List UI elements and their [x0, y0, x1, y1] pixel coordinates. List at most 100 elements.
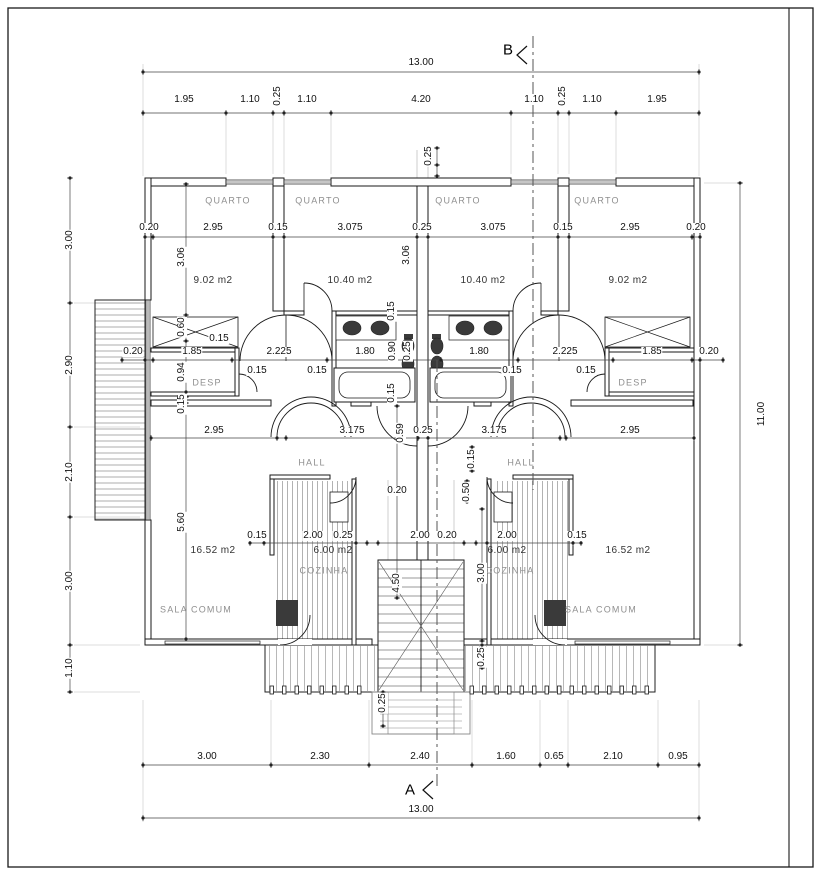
dim-label: 0.25	[476, 646, 487, 668]
dim-label: 0.90	[387, 340, 398, 362]
dim-label: 2.95	[203, 425, 225, 436]
dim-label: 0.15	[306, 365, 328, 376]
dim-label: 1.80	[468, 346, 490, 357]
area-label: 16.52 m2	[190, 545, 236, 556]
dim-label: 1.80	[354, 346, 376, 357]
dim-label: 1.10	[64, 657, 75, 679]
dim-label: 1.95	[646, 94, 668, 105]
dim-label: 3.075	[479, 222, 507, 233]
room-label: COZINHA	[299, 565, 349, 576]
dim-label: 0.15	[566, 530, 588, 541]
dim-label: 0.20	[138, 222, 160, 233]
room-label: QUARTO	[205, 195, 251, 206]
dim-label: 1.95	[173, 94, 195, 105]
dim-label: 1.10	[296, 94, 318, 105]
room-label: SALA COMUM	[564, 604, 638, 615]
dim-label: 0.15	[176, 393, 187, 415]
dim-label: 13.00	[407, 804, 435, 815]
dim-label: 2.225	[551, 346, 579, 357]
dim-label: 1.10	[239, 94, 261, 105]
dim-label: 2.90	[64, 354, 75, 376]
dim-label: 2.10	[64, 461, 75, 483]
area-label: 9.02 m2	[193, 275, 233, 286]
dim-label: 2.00	[302, 530, 324, 541]
dim-label: 0.20	[685, 222, 707, 233]
room-label: QUARTO	[574, 195, 620, 206]
dim-label: 0.15	[466, 448, 477, 470]
dim-label: 3.175	[480, 425, 508, 436]
dim-label: 3.175	[338, 425, 366, 436]
room-label: SALA COMUM	[159, 604, 233, 615]
area-label: 6.00 m2	[313, 545, 353, 556]
dim-label: 0.15	[246, 530, 268, 541]
area-label: 10.40 m2	[327, 275, 373, 286]
dim-label: 2.95	[619, 222, 641, 233]
dim-label: 0.15	[386, 382, 397, 404]
dim-label: 0.15	[386, 300, 397, 322]
dim-label: 0.20	[436, 530, 458, 541]
dim-label: 2.225	[265, 346, 293, 357]
dim-label: 5.60	[176, 511, 187, 533]
dim-label: 0.25	[272, 85, 283, 107]
area-label: 16.52 m2	[605, 545, 651, 556]
room-label: HALL	[507, 457, 535, 468]
dim-label: 1.85	[181, 346, 203, 357]
dim-label: 3.06	[401, 244, 412, 266]
dim-label: 1.60	[495, 751, 517, 762]
room-label: COZINHA	[485, 565, 535, 576]
dim-label: 0.20	[698, 346, 720, 357]
room-label: HALL	[298, 457, 326, 468]
dim-label: 0.25	[332, 530, 354, 541]
dim-label: 0.25	[377, 692, 388, 714]
dim-label: 3.00	[64, 229, 75, 251]
room-label: DESP	[618, 377, 648, 388]
dim-label: 0.25	[402, 340, 413, 362]
dim-label: 4.50	[391, 572, 402, 594]
dim-label: 11.00	[756, 400, 767, 428]
dim-label: 0.20	[122, 346, 144, 357]
dim-label: 0.25	[411, 222, 433, 233]
room-label: QUARTO	[435, 195, 481, 206]
section-label: B	[499, 42, 517, 58]
dim-label: 4.20	[410, 94, 432, 105]
dim-label: 0.15	[267, 222, 289, 233]
dim-label: 0.15	[246, 365, 268, 376]
dim-label: 2.10	[602, 751, 624, 762]
dim-label: 1.10	[523, 94, 545, 105]
area-label: 10.40 m2	[460, 275, 506, 286]
dim-label: 2.95	[202, 222, 224, 233]
dim-label: 0.25	[423, 145, 434, 167]
room-label: DESP	[192, 377, 222, 388]
dim-label: 0.59	[395, 422, 406, 444]
dim-label: 0.50	[461, 481, 472, 503]
dim-label: 0.65	[543, 751, 565, 762]
dim-label: 0.15	[552, 222, 574, 233]
dim-label: 0.15	[501, 365, 523, 376]
dim-label: 2.95	[619, 425, 641, 436]
area-label: 6.00 m2	[487, 545, 527, 556]
dim-label: 3.00	[196, 751, 218, 762]
dim-label: 0.25	[412, 425, 434, 436]
dim-label: 2.00	[409, 530, 431, 541]
area-label: 9.02 m2	[608, 275, 648, 286]
dim-label: 0.15	[575, 365, 597, 376]
dim-label: 1.10	[581, 94, 603, 105]
dim-label: 0.15	[208, 333, 230, 344]
dim-label: 0.60	[176, 316, 187, 338]
dim-label: 0.95	[667, 751, 689, 762]
section-label: A	[401, 782, 419, 798]
dim-label: 0.20	[386, 485, 408, 496]
dim-label: 1.85	[641, 346, 663, 357]
dim-label: 3.06	[176, 246, 187, 268]
dim-label: 3.00	[476, 562, 487, 584]
dim-label: 2.40	[409, 751, 431, 762]
room-label: QUARTO	[295, 195, 341, 206]
dim-label: 0.25	[557, 85, 568, 107]
dim-label: 3.075	[336, 222, 364, 233]
dim-label: 13.00	[407, 57, 435, 68]
dim-label: 0.94	[176, 361, 187, 383]
dim-label: 3.00	[64, 570, 75, 592]
